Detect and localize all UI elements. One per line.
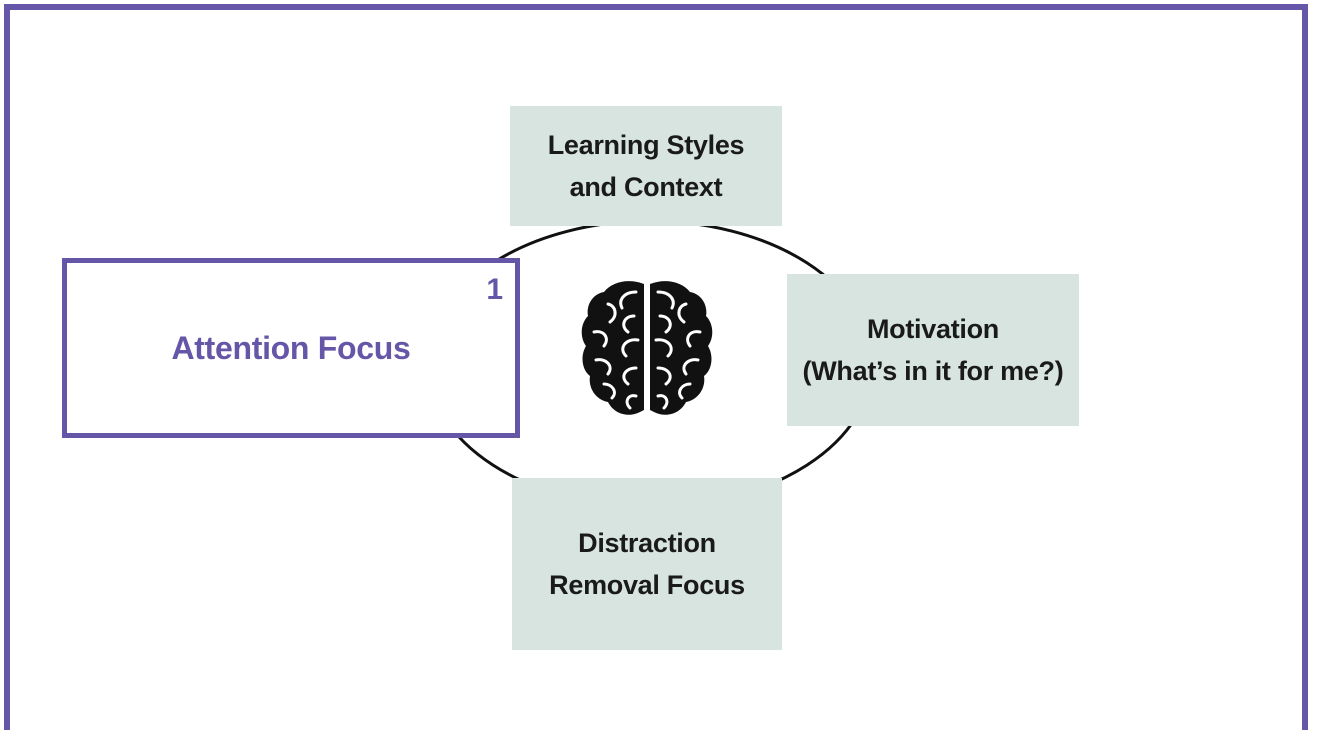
node-distraction-removal: Distraction Removal Focus	[512, 478, 782, 650]
node-motivation: Motivation (What’s in it for me?)	[787, 274, 1079, 426]
brain-icon	[581, 281, 713, 416]
node-learning-styles: Learning Styles and Context	[510, 106, 782, 226]
node-learning-styles-label: Learning Styles and Context	[547, 130, 745, 202]
step-number: 1	[486, 273, 503, 306]
node-distraction-removal-label: Distraction Removal Focus	[549, 528, 745, 600]
node-attention-focus: 1 Attention Focus	[62, 258, 520, 438]
node-motivation-label: Motivation (What’s in it for me?)	[802, 314, 1064, 386]
node-attention-focus-label: Attention Focus	[171, 330, 411, 366]
